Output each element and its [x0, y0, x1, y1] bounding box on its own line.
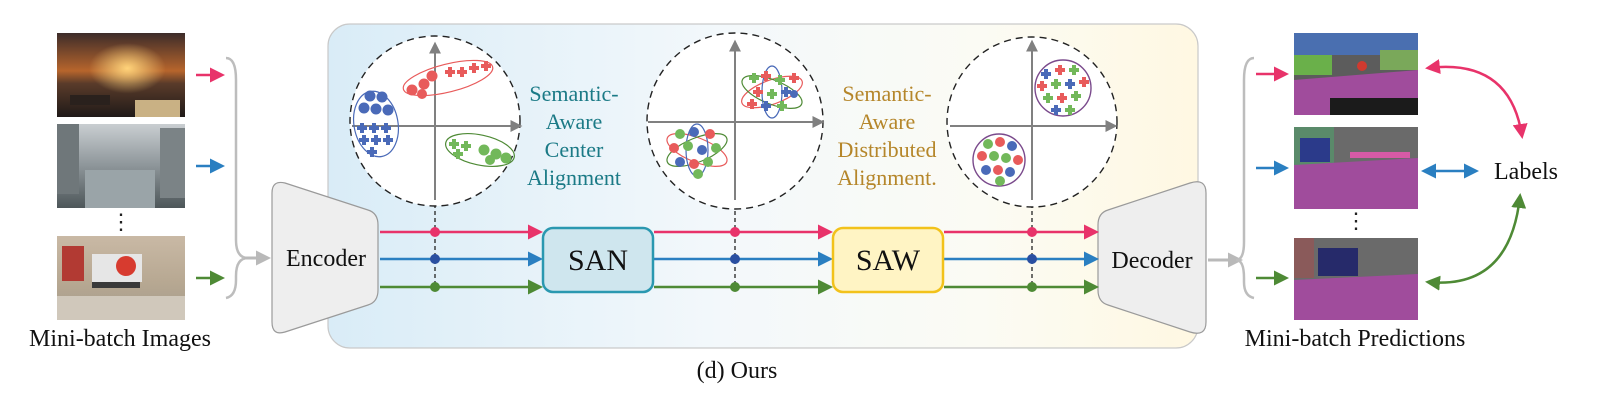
labels-node: Labels: [1494, 159, 1558, 185]
center-alignment-line-1: Semantic-: [529, 81, 618, 106]
labels-arrow-red: [1425, 59, 1528, 139]
distributed-alignment-line-4: Alignment.: [837, 165, 937, 190]
center-alignment-line-4: Alignment: [527, 165, 621, 190]
output-ellipsis: ⋮: [1345, 208, 1367, 233]
figure-caption: (d) Ours: [697, 358, 778, 384]
prediction-2: [1294, 127, 1418, 209]
input-brace: [225, 56, 249, 300]
saw-label: SAW: [856, 244, 921, 277]
cluster-view-before: [349, 35, 523, 207]
labels-arrow-green: [1425, 193, 1527, 291]
prediction-1: [1294, 33, 1418, 115]
distributed-alignment-line-2: Aware: [859, 109, 916, 134]
decoder-label: Decoder: [1111, 248, 1192, 274]
san-block: [541, 226, 655, 294]
output-brace: [1235, 56, 1255, 300]
decoder-block: [1097, 181, 1207, 334]
output-caption: Mini-batch Predictions: [1245, 326, 1466, 352]
distributed-alignment-line-1: Semantic-: [842, 81, 931, 106]
flow-lines: [380, 224, 1099, 295]
encoder-block: [271, 181, 379, 334]
cluster-view-center-aligned: [646, 32, 825, 210]
probe-connectors: [430, 204, 1037, 292]
input-images: ⋮: [57, 33, 185, 320]
cluster-view-distribution-aligned: [946, 36, 1118, 208]
prediction-3: [1294, 238, 1418, 320]
input-ellipsis: ⋮: [110, 209, 132, 234]
center-alignment-line-3: Center: [545, 137, 604, 162]
input-image-street: [57, 124, 185, 208]
center-alignment-line-2: Aware: [546, 109, 603, 134]
encoder-label: Encoder: [286, 246, 366, 272]
distributed-alignment-line-3: Distributed: [838, 137, 937, 162]
distributed-alignment-text: Semantic- Aware Distributed Alignment.: [837, 81, 937, 190]
input-caption: Mini-batch Images: [29, 326, 211, 352]
saw-block: [831, 226, 945, 294]
input-image-sunset: [57, 33, 185, 117]
input-image-truck: [57, 236, 185, 320]
center-alignment-text: Semantic- Aware Center Alignment: [527, 81, 621, 190]
san-label: SAN: [568, 244, 628, 277]
